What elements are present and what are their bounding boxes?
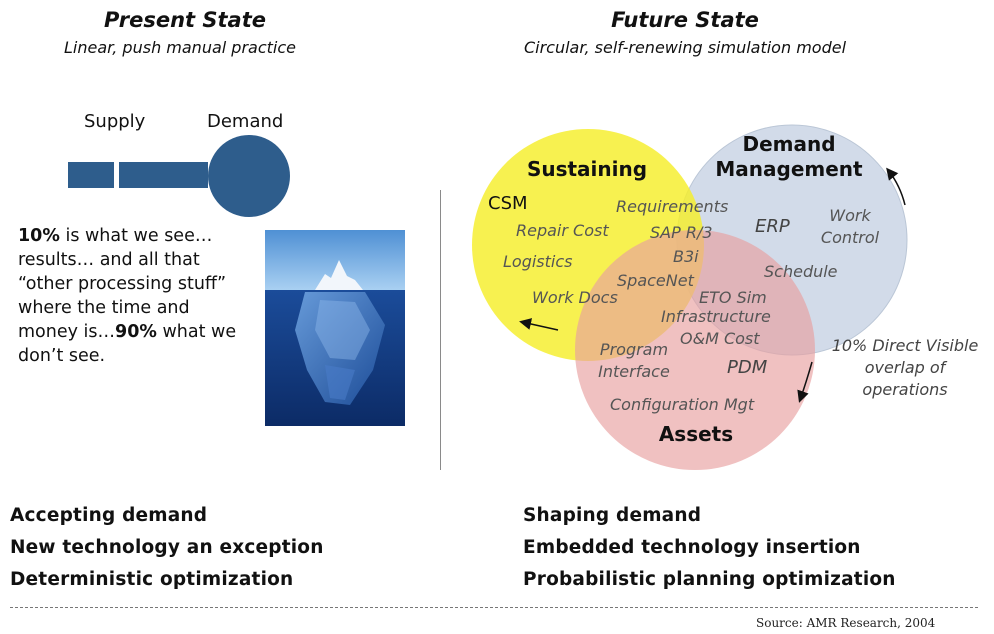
assets-circle [575, 230, 815, 470]
configuration-mgt-label: Configuration Mgt [610, 395, 755, 414]
percent-hidden: 90% [115, 322, 157, 342]
arrow-assets-icon [797, 361, 813, 403]
paragraph-text-1: is what we see…results… and all that “ot… [18, 226, 227, 342]
schedule-label: Schedule [764, 262, 838, 281]
present-bottom-item-3: Deterministic optimization [10, 569, 294, 590]
overlap-note-line-3: operations [862, 380, 947, 399]
work-control-label-1: Work [829, 206, 871, 225]
supply-block-3 [162, 162, 208, 188]
logistics-label: Logistics [503, 252, 573, 271]
work-docs-label: Work Docs [532, 288, 618, 307]
supply-block-2 [119, 162, 165, 188]
paragraph-text-2: what we don’t see. [18, 322, 237, 366]
future-bottom-item-3: Probabilistic planning optimization [523, 569, 896, 590]
overlap-note-line-2: overlap of [865, 358, 948, 377]
iceberg-image [265, 230, 405, 426]
arrow-demand-icon [886, 167, 906, 206]
eto-sim-label: ETO Sim [699, 288, 767, 307]
supply-label: Supply [84, 111, 146, 132]
source-citation: Source: AMR Research, 2004 [756, 616, 936, 630]
program-interface-label-2: Interface [598, 362, 670, 381]
demand-management-label-2: Management [715, 157, 863, 181]
work-control-label-2: Control [821, 228, 880, 247]
percent-visible: 10% [18, 226, 60, 246]
future-state-subtitle: Circular, self-renewing simulation model [523, 38, 847, 57]
csm-label: CSM [488, 193, 528, 214]
sustaining-label: Sustaining [527, 157, 647, 181]
demand-management-label-1: Demand [742, 132, 835, 156]
dashed-separator [10, 607, 978, 608]
overlap-note-line-1: 10% Direct Visible [832, 336, 979, 355]
present-bottom-item-1: Accepting demand [10, 505, 208, 526]
iceberg-paragraph: 10% is what we see…results… and all that… [18, 224, 238, 368]
present-bottom-list: Accepting demand New technology an excep… [10, 500, 324, 596]
requirements-label: Requirements [616, 197, 728, 216]
future-state-title: Future State [611, 8, 759, 32]
future-bottom-item-2: Embedded technology insertion [523, 537, 861, 558]
om-cost-label: O&M Cost [680, 329, 760, 348]
b3i-label: B3i [673, 247, 699, 266]
program-interface-label-1: Program [600, 340, 668, 359]
infrastructure-label: Infrastructure [661, 307, 771, 326]
vertical-divider [440, 190, 441, 470]
present-state-subtitle: Linear, push manual practice [64, 38, 296, 57]
present-state-title: Present State [103, 8, 266, 32]
sap-label: SAP R/3 [650, 223, 713, 242]
erp-label: ERP [755, 216, 790, 237]
demand-label: Demand [207, 111, 284, 132]
supply-block-1 [68, 162, 114, 188]
spacenet-label: SpaceNet [617, 271, 695, 290]
future-bottom-item-1: Shaping demand [523, 505, 702, 526]
future-bottom-list: Shaping demand Embedded technology inser… [523, 500, 896, 596]
demand-circle [208, 135, 290, 217]
assets-label: Assets [659, 422, 733, 446]
present-bottom-item-2: New technology an exception [10, 537, 324, 558]
pdm-label: PDM [727, 357, 768, 378]
repair-cost-label: Repair Cost [516, 221, 609, 240]
arrow-sustaining-icon [519, 318, 559, 331]
